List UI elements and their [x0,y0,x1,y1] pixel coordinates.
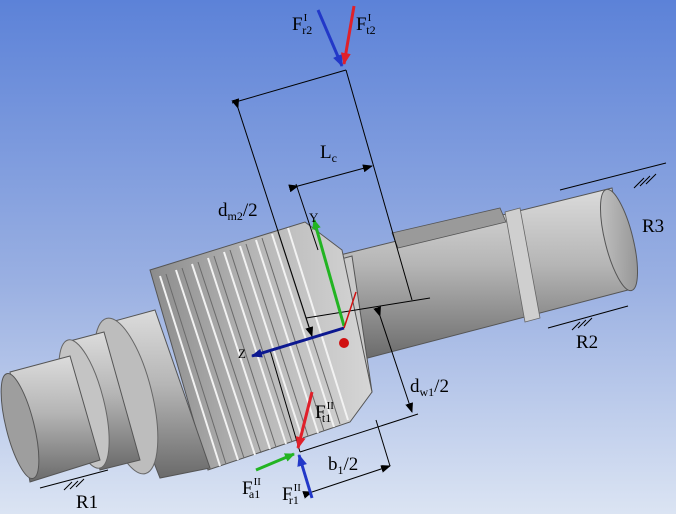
axis-y-label: Y [309,210,319,225]
lc-dimension [288,164,373,193]
axis-z-label: Z [238,346,246,361]
dimension-lines [231,69,431,499]
force-a1-arrow [255,452,295,472]
axis-x-stub [343,291,357,329]
force-t2-arrow [340,5,356,65]
force-t1-arrow [295,391,314,449]
support-r1-line [39,469,109,489]
support-r3-line [559,162,667,191]
label-dm2: dm2/2 [218,200,258,223]
axis-y-arrow [312,219,346,327]
axis-z-arrow [251,326,345,358]
dw1-ext [299,413,419,453]
shaft-model [0,187,639,483]
b1-dimension [302,465,391,499]
label-b1: b1/2 [328,454,358,477]
coordinate-system: Y Z [238,210,357,361]
origin-point [339,338,349,348]
label-lc: Lc [320,142,337,165]
force-r1-arrow [297,454,314,499]
support-r2-line [547,305,629,329]
right-end-face [599,188,639,292]
label-support-r2: R2 [576,332,598,353]
force-r2-arrow [316,9,344,67]
force-vectors [255,5,356,499]
lc-ext-left [295,183,319,251]
label-support-r1: R1 [76,492,98,513]
support-r1-hatch [63,478,85,491]
support-marks [39,162,667,491]
left-end-face [0,372,40,480]
dw1-dimension [373,306,413,413]
dm2-ext-bottom [305,297,431,319]
dm2-ext-top [231,69,347,104]
dm2-dimension [231,98,314,337]
support-r3-hatch [633,173,657,189]
lc-ext-right [345,69,413,301]
b1-ext [375,419,391,467]
label-support-r3: R3 [642,216,664,237]
label-dw1: dw1/2 [410,376,449,399]
center-line [269,349,301,453]
support-r2-hatch [571,317,593,331]
shaft-shoulder [504,207,541,323]
